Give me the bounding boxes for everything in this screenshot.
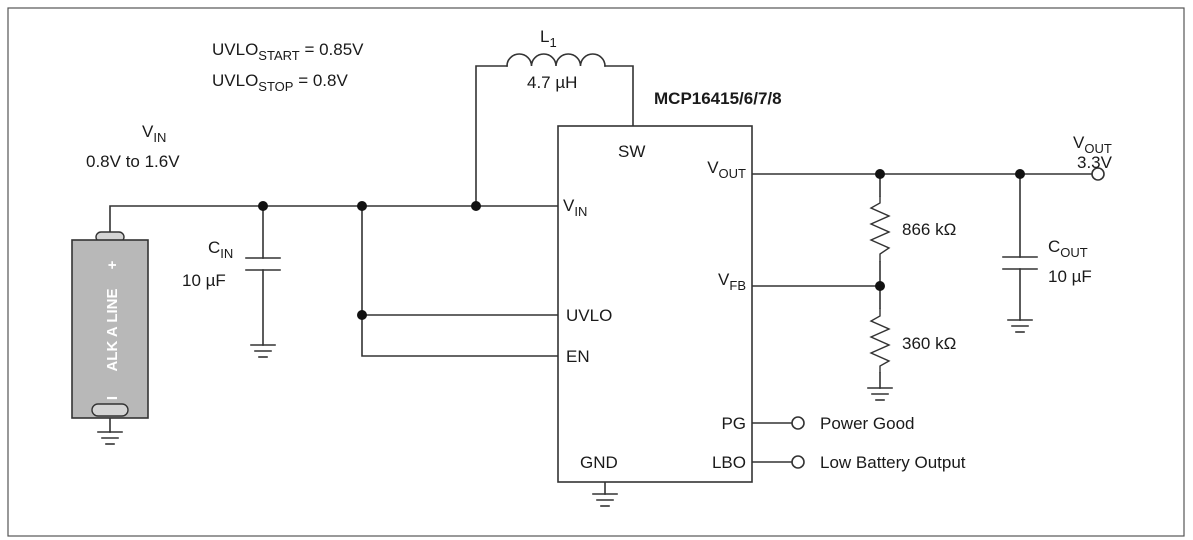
input-capacitor-value: 10 µF [182, 271, 226, 290]
battery-plus-sign: + [104, 260, 121, 269]
junction-dot [357, 201, 367, 211]
output-capacitor-value: 10 µF [1048, 267, 1092, 286]
ground-symbol [867, 387, 893, 401]
pin-lbo: LBO [712, 453, 746, 472]
inductor-label: L1 [540, 27, 557, 50]
low-battery-terminal [791, 455, 805, 469]
pin-vin: VIN [563, 196, 587, 219]
pin-en: EN [566, 347, 590, 366]
input-voltage-label: VIN [142, 122, 166, 145]
junction-dot [258, 201, 268, 211]
pin-vout: VOUT [707, 158, 746, 181]
input-capacitor-symbol [245, 257, 281, 271]
pin-vfb: VFB [718, 270, 746, 293]
pin-uvlo: UVLO [566, 306, 612, 325]
junction-dot [471, 201, 481, 211]
power-good-terminal [791, 416, 805, 430]
resistor-bottom-value: 360 kΩ [902, 334, 956, 353]
resistor-top [869, 196, 891, 262]
resistor-bottom [869, 308, 891, 373]
output-voltage-value: 3.3V [1077, 153, 1113, 172]
battery-negative-cap [91, 403, 129, 417]
low-battery-label: Low Battery Output [820, 453, 966, 472]
output-voltage-label: VOUT [1073, 133, 1112, 156]
uvlo-start-label: UVLOSTART = 0.85V [212, 40, 364, 63]
vout-terminal [1091, 167, 1105, 181]
junction-dot [1015, 169, 1025, 179]
output-capacitor-symbol [1002, 256, 1038, 270]
ic-chip [557, 125, 753, 483]
part-number: MCP16415/6/7/8 [654, 89, 782, 108]
input-voltage-range: 0.8V to 1.6V [86, 152, 180, 171]
pin-gnd: GND [580, 453, 618, 472]
ground-symbol [592, 493, 618, 507]
pin-pg: PG [721, 414, 746, 433]
output-capacitor-label: COUT [1048, 237, 1088, 260]
input-capacitor-label: CIN [208, 238, 233, 261]
inductor-l1 [506, 53, 606, 67]
junction-dot [875, 169, 885, 179]
resistor-top-value: 866 kΩ [902, 220, 956, 239]
ground-symbol [250, 344, 276, 358]
junction-dot [357, 310, 367, 320]
pin-sw: SW [618, 142, 645, 161]
battery-body [71, 239, 149, 419]
battery-label: ALK A LINE [104, 288, 121, 371]
ground-symbol [1007, 319, 1033, 333]
ground-symbol [97, 431, 123, 445]
junctions [258, 169, 1025, 320]
uvlo-stop-label: UVLOSTOP = 0.8V [212, 71, 348, 94]
inductor-value: 4.7 µH [527, 73, 577, 92]
battery: ALK A LINE + I [71, 231, 149, 419]
power-good-label: Power Good [820, 414, 915, 433]
junction-dot [875, 281, 885, 291]
battery-minus-sign: I [104, 396, 121, 400]
